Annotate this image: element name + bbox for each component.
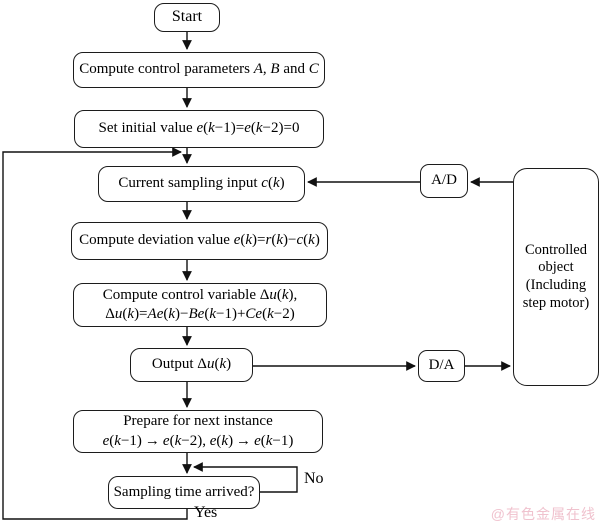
- da-converter-node: D/A: [418, 350, 465, 382]
- compute-parameters-node: Compute control parameters A, B and C: [73, 52, 325, 88]
- start-node: Start: [154, 3, 220, 32]
- watermark-text: @有色金属在线: [490, 506, 596, 522]
- no-edge-label: No: [304, 470, 324, 487]
- compute-deviation-node: Compute deviation value e(k)=r(k)−c(k): [71, 222, 328, 260]
- ad-converter-node: A/D: [420, 164, 468, 198]
- edge-no-loop: [193, 462, 298, 493]
- set-initial-value-node: Set initial value e(k−1)=e(k−2)=0: [74, 110, 324, 148]
- yes-edge-label: Yes: [194, 504, 218, 521]
- edge-yes-loop: [2, 147, 188, 520]
- current-sampling-input-node: Current sampling input c(k): [98, 166, 305, 202]
- output-node: Output Δu(k): [130, 348, 253, 382]
- compute-control-variable-node: Compute control variable Δu(k),Δu(k)=Ae(…: [73, 283, 327, 327]
- sampling-time-decision-node: Sampling time arrived?: [108, 476, 260, 509]
